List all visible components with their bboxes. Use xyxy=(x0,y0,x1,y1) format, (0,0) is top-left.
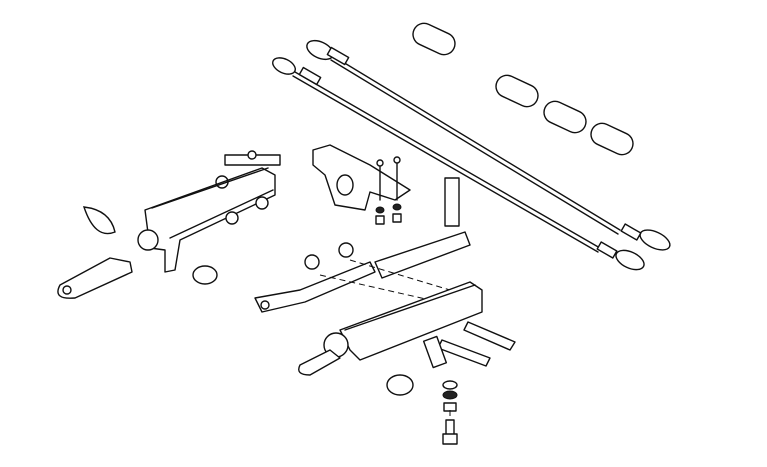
quick-link xyxy=(495,74,539,108)
mounting-bracket xyxy=(312,144,411,225)
hitch-assembly-exploded xyxy=(254,231,516,445)
wire-rope-cable-lower xyxy=(272,57,645,271)
wire-rope-cable-upper xyxy=(306,39,671,251)
spacer-tube xyxy=(444,177,460,227)
quick-link xyxy=(412,22,456,56)
quick-link xyxy=(543,100,587,134)
hitch-assembly-assembled xyxy=(57,150,281,299)
quick-link xyxy=(590,122,634,156)
